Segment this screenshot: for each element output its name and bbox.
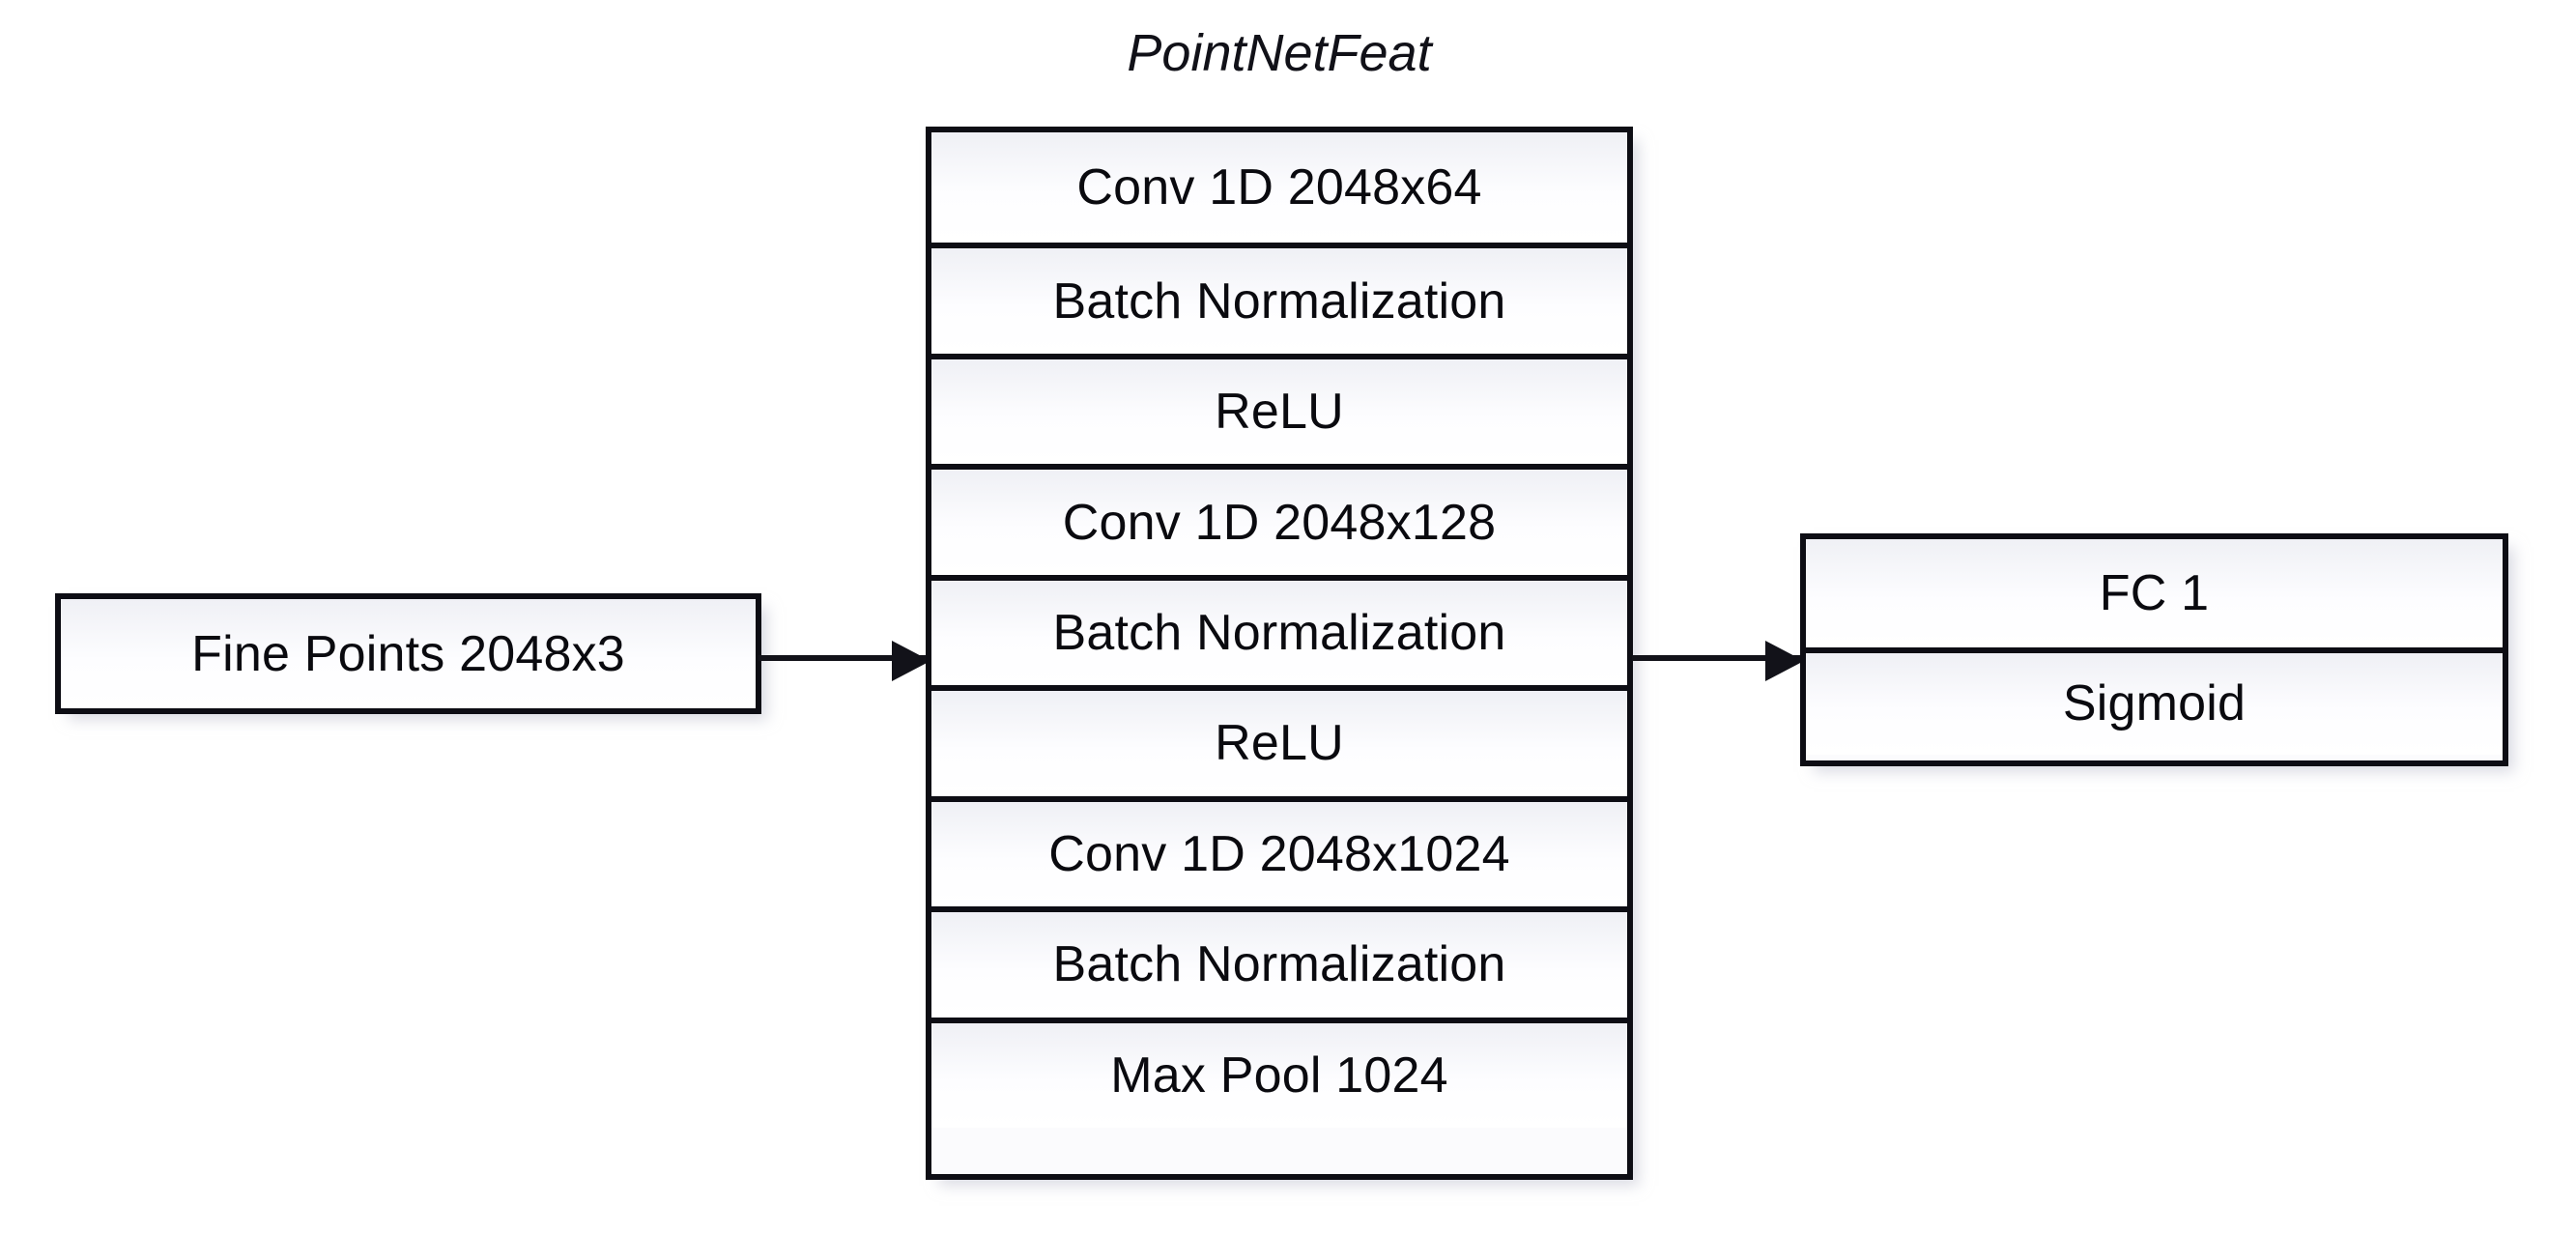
node-row-batch-normalization-1: Batch Normalization xyxy=(931,243,1627,354)
node-row-fine-points: Fine Points 2048x3 xyxy=(61,599,756,708)
node-row-max-pool-1024: Max Pool 1024 xyxy=(931,1017,1627,1128)
node-row-conv1d-2048x64: Conv 1D 2048x64 xyxy=(931,132,1627,244)
connector-fine-points-to-pointnetfeat xyxy=(758,641,930,681)
node-row-batch-normalization-2: Batch Normalization xyxy=(931,574,1627,686)
group-title-pointnetfeat: PointNetFeat xyxy=(1127,24,1432,82)
node-pointnetfeat-stack[interactable]: Conv 1D 2048x64 Batch Normalization ReLU… xyxy=(926,127,1633,1180)
node-row-batch-normalization-3: Batch Normalization xyxy=(931,906,1627,1018)
node-fine-points[interactable]: Fine Points 2048x3 xyxy=(55,593,761,714)
node-row-relu-2: ReLU xyxy=(931,685,1627,796)
connector-pointnetfeat-to-classifier xyxy=(1632,641,1804,681)
arrow-right-icon xyxy=(1765,641,1804,681)
node-row-relu-1: ReLU xyxy=(931,353,1627,465)
node-row-fc-1: FC 1 xyxy=(1806,539,2503,647)
node-classifier-head[interactable]: FC 1 Sigmoid xyxy=(1800,533,2508,766)
node-row-sigmoid: Sigmoid xyxy=(1806,646,2503,755)
node-row-conv1d-2048x128: Conv 1D 2048x128 xyxy=(931,464,1627,575)
node-row-conv1d-2048x1024: Conv 1D 2048x1024 xyxy=(931,795,1627,907)
arrow-right-icon xyxy=(892,641,930,681)
